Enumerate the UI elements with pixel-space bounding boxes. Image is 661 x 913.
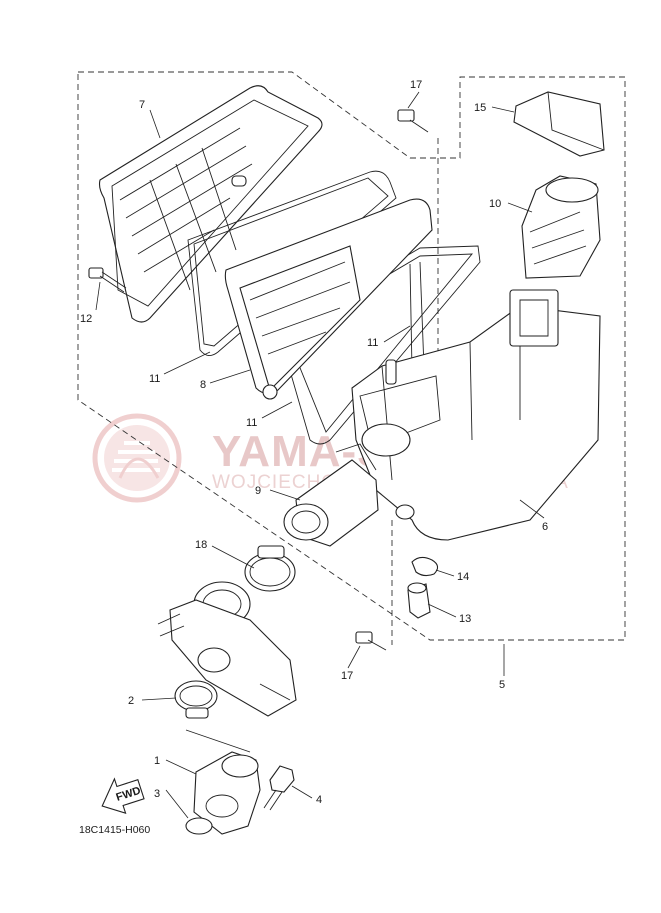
callout-11-lower: 11 (246, 417, 257, 429)
air-cleaner-case (351, 289, 601, 541)
callout-17-upper: 17 (410, 79, 422, 91)
callout-7: 7 (139, 99, 145, 111)
callout-8: 8 (200, 379, 206, 391)
air-cleaner-joint (283, 443, 379, 547)
callout-12: 11 (367, 337, 378, 349)
callout-3: 3 (154, 788, 160, 800)
callout-5: 5 (499, 679, 505, 691)
fwd-arrow-icon: FWD (101, 777, 145, 814)
callout-2: 2 (128, 695, 134, 707)
callouts: 7 15 10 17 12 11 8 11 11 9 6 18 14 13 5 … (80, 79, 548, 806)
intake-duct (521, 175, 601, 279)
filter-group-outline (77, 71, 626, 641)
callout-13: 12 (80, 313, 92, 325)
carburetor (157, 581, 297, 717)
callout-14: 13 (459, 613, 471, 625)
callout-10: 10 (489, 198, 501, 210)
callout-15: 14 (457, 571, 469, 583)
bolt-17-upper (397, 109, 429, 133)
callout-1: 1 (154, 755, 160, 767)
drain-plug-14 (407, 582, 431, 619)
callout-17-lower: 17 (341, 670, 353, 682)
case-cap (513, 91, 605, 157)
filter-element (224, 198, 433, 400)
o-ring (185, 817, 213, 835)
group-outlines (77, 71, 626, 645)
part-code: 18C1415-H060 (79, 824, 150, 836)
leader-lines (95, 91, 545, 819)
watermark-logo (92, 413, 182, 503)
element-plate (409, 261, 425, 371)
hose-clamp-18 (244, 545, 296, 592)
intake-manifold (193, 751, 261, 835)
callout-4: 4 (316, 794, 322, 806)
callout-6: 6 (542, 521, 548, 533)
callout-9: 9 (255, 485, 261, 497)
bolt-13 (88, 267, 127, 293)
hose-clamp-2 (174, 680, 218, 719)
air-cleaner-cap (98, 85, 323, 323)
bolt-17-lower (355, 631, 387, 651)
callout-18: 18 (195, 539, 207, 551)
clip-15 (411, 556, 439, 577)
bolt-4 (263, 765, 295, 811)
callout-11-upper: 11 (149, 373, 160, 385)
callout-16: 15 (474, 102, 486, 114)
